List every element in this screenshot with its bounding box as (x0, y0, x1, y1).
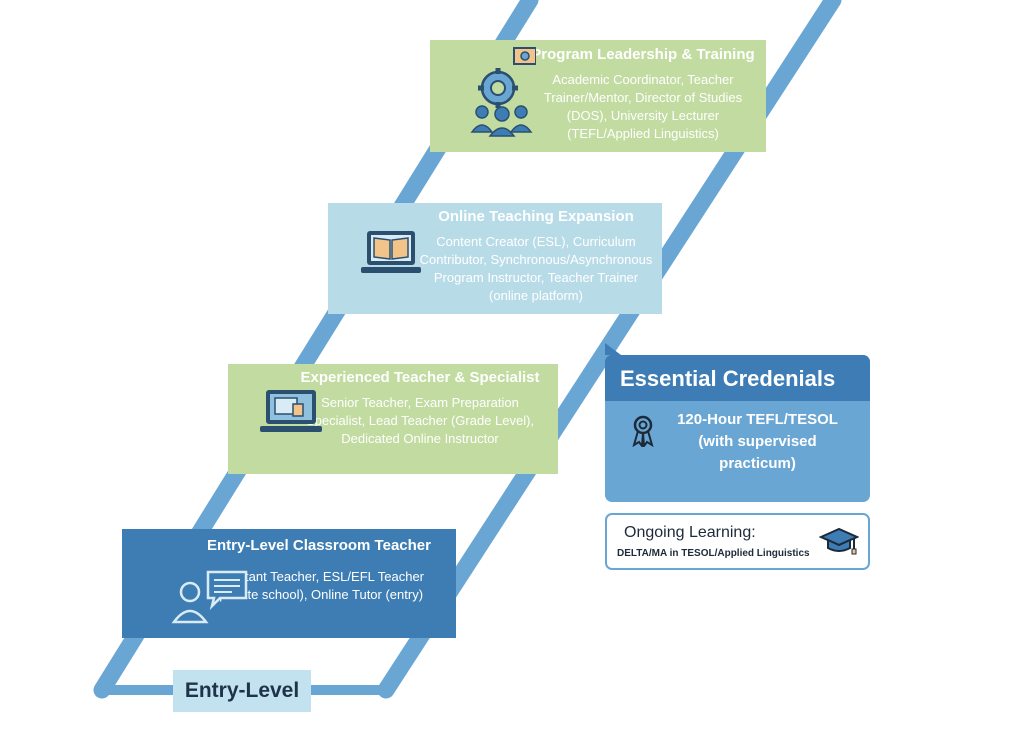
credentials-item: 120-Hour TEFL/TESOL (with supervised pra… (677, 411, 838, 472)
teacher-speech-icon (171, 570, 248, 624)
step-description: Assistant Teacher, ESL/EFL Teacher (priv… (213, 569, 425, 602)
essential-credentials-panel: Essential Credenials 120-Hour TEFL/TESOL… (605, 343, 870, 502)
laptop-book-icon (361, 231, 421, 273)
team-gear-icon (470, 47, 536, 137)
step-title: Program Leadership & Training (531, 46, 755, 63)
ongoing-subtitle: DELTA/MA in TESOL/Applied Linguistics (617, 548, 810, 559)
credentials-title: Essential Credenials (605, 355, 870, 401)
step-description: Academic Coordinator, Teacher Trainer/Me… (543, 72, 743, 141)
ongoing-title: Ongoing Learning: (624, 524, 756, 541)
credentials-pointer (605, 343, 621, 355)
ongoing-learning-panel: Ongoing Learning: DELTA/MA in TESOL/Appl… (605, 513, 870, 570)
step-title: Online Teaching Expansion (438, 208, 634, 225)
step-description: Senior Teacher, Exam Preparation Special… (305, 395, 535, 446)
step-description: Content Creator (ESL), Curriculum Contri… (419, 234, 653, 303)
award-ribbon-icon (632, 415, 654, 447)
graduation-cap-icon (819, 527, 859, 555)
step-title: Entry-Level Classroom Teacher (207, 537, 431, 554)
entry-level-label: Entry-Level (173, 670, 311, 712)
step-title: Experienced Teacher & Specialist (300, 369, 540, 386)
step-program-leadership: Program Leadership & Training Academic C… (430, 40, 766, 152)
step-experienced-teacher: Experienced Teacher & Specialist Senior … (228, 364, 558, 474)
laptop-lesson-icon (260, 390, 322, 432)
